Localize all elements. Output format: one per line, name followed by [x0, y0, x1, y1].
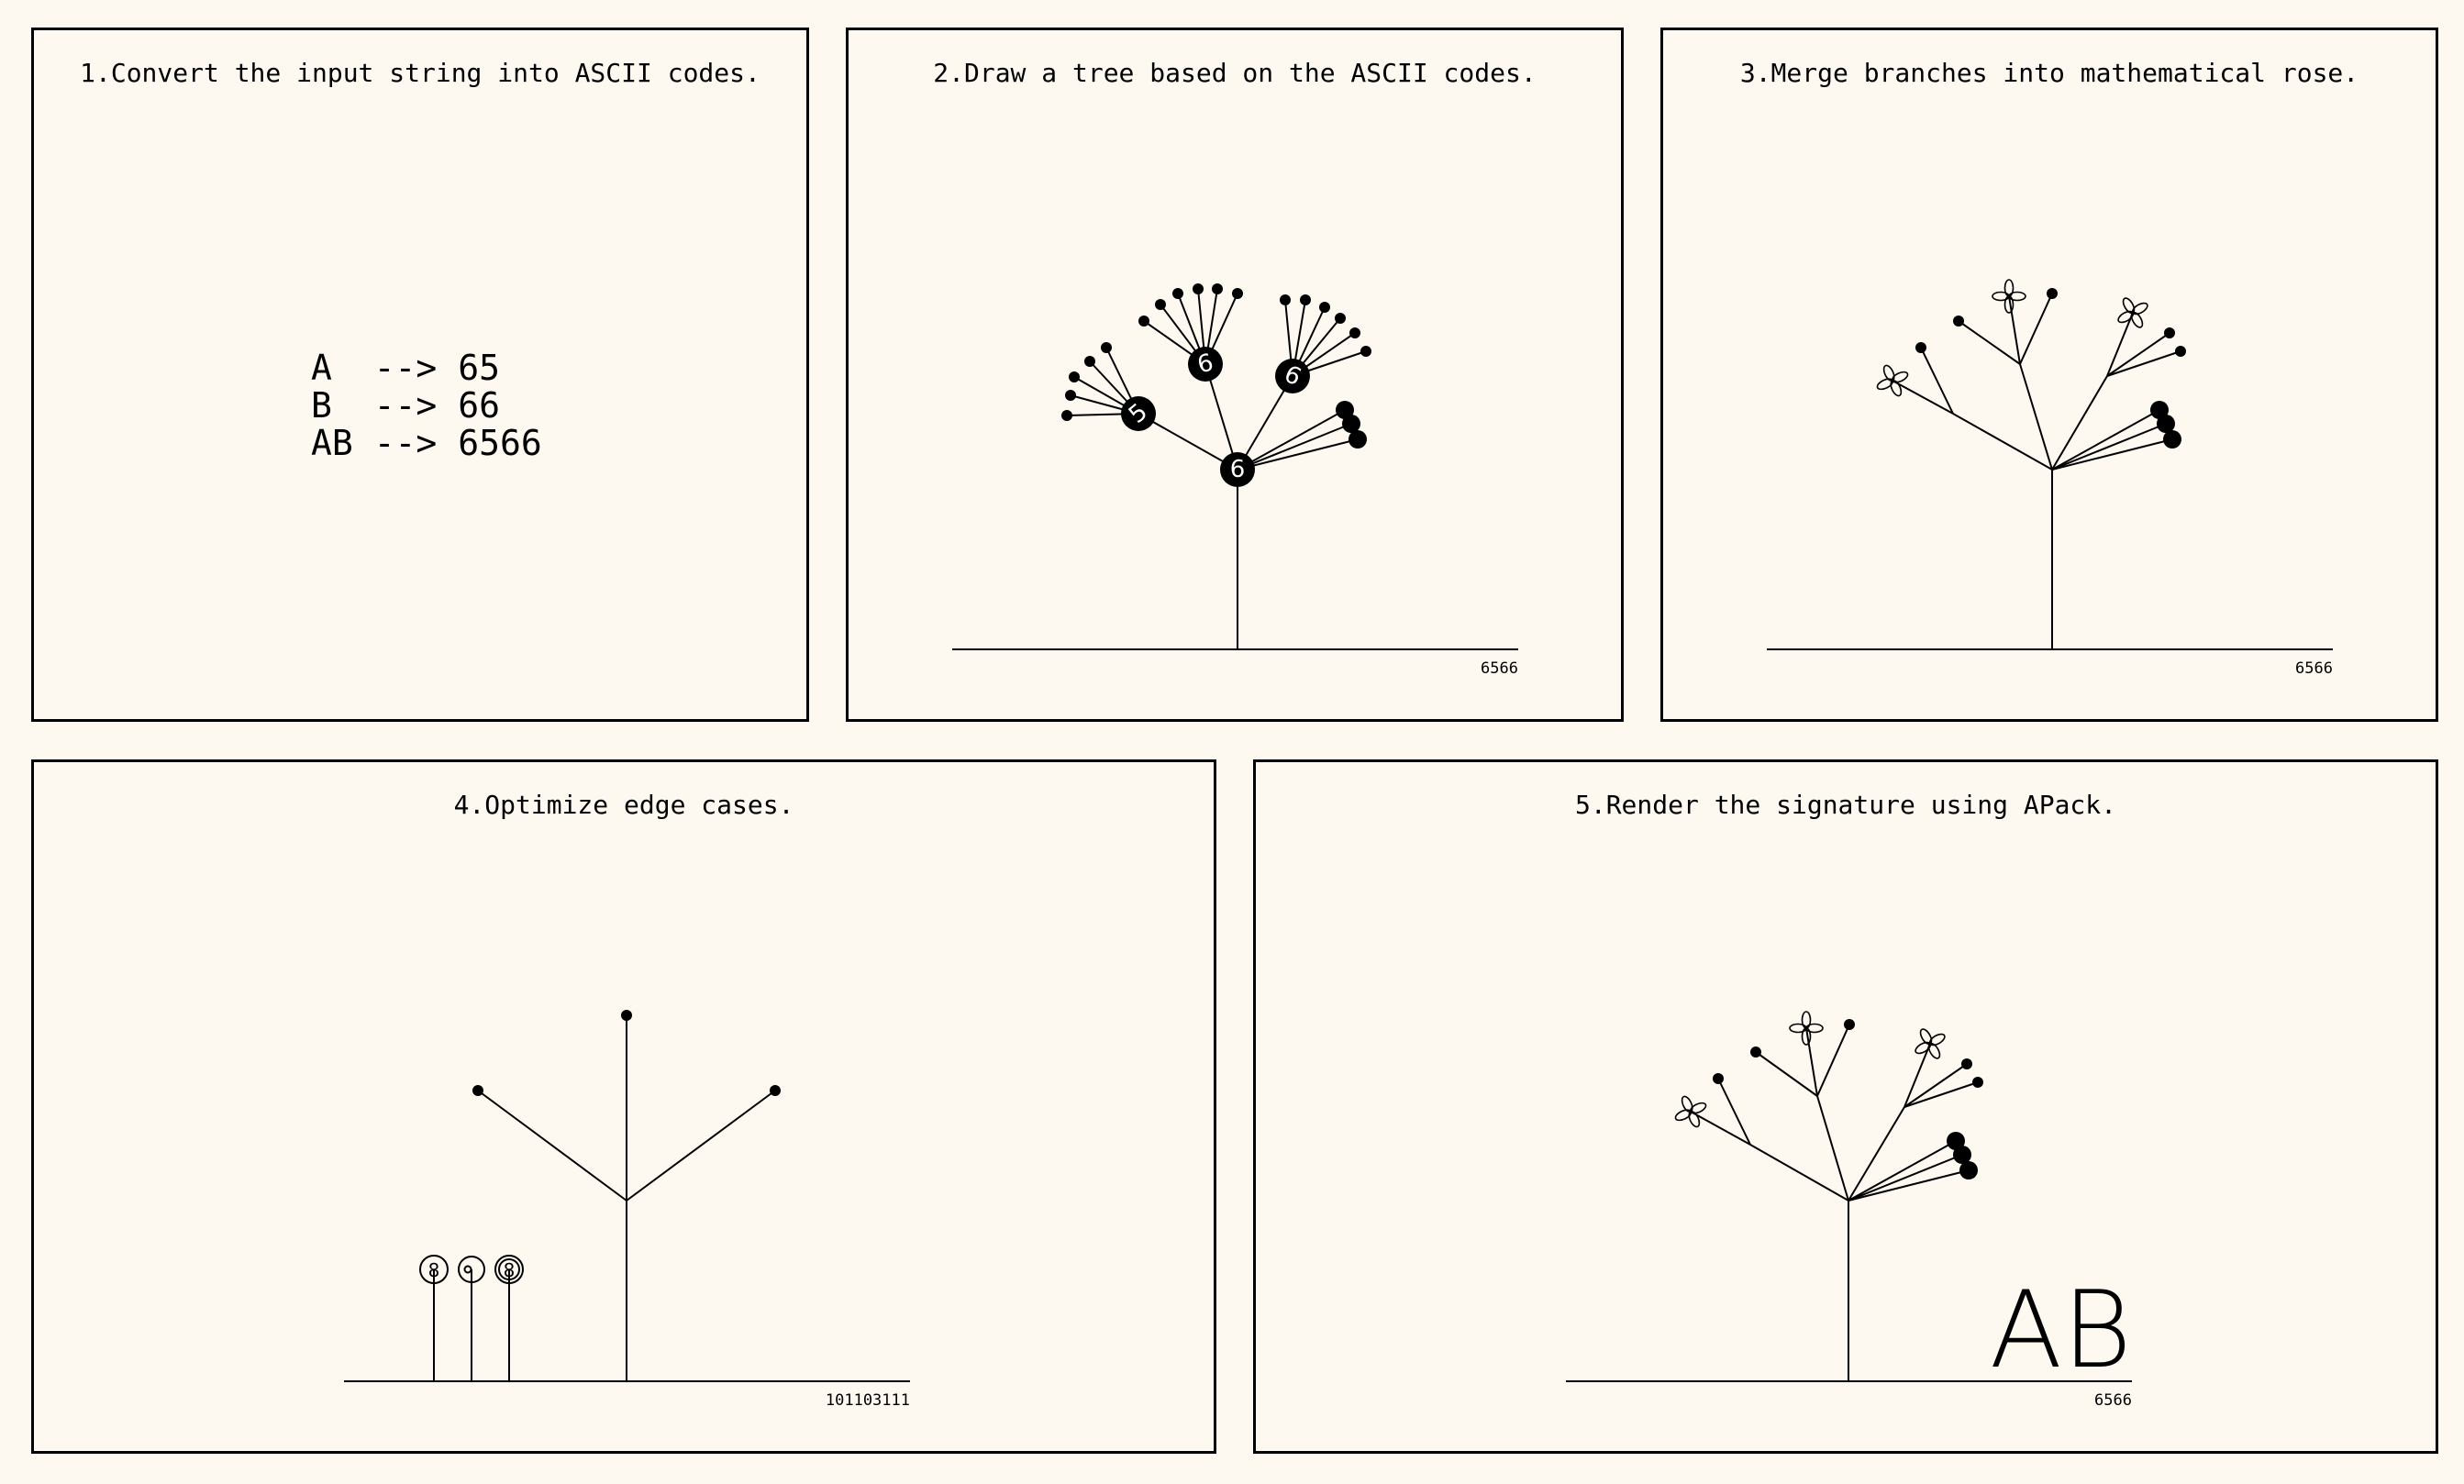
- edge-case-tree-diagram: 8 8 101103111: [344, 1010, 910, 1410]
- ascii-mapping: A --> 65 B --> 66 AB --> 6566: [311, 349, 542, 462]
- small-circle: [458, 1256, 485, 1283]
- panel-title: 5.Render the signature using APack.: [1574, 790, 2116, 820]
- panel-title: 4.Optimize edge cases.: [453, 790, 794, 820]
- tree-diagram: 5 6 6 6 6566: [952, 283, 1518, 678]
- rose-tree-diagram: 6566: [1767, 279, 2333, 678]
- node-6: [1188, 347, 1223, 382]
- panel-title: 2.Draw a tree based on the ASCII codes.: [933, 58, 1537, 88]
- baseline-label: 6566: [2094, 1391, 2132, 1410]
- rose-flower: [1789, 1011, 1824, 1046]
- panel-title: 1.Convert the input string into ASCII co…: [80, 58, 760, 88]
- baseline-label: 101103111: [826, 1391, 910, 1410]
- node-6: [1275, 359, 1310, 393]
- baseline-label: 6566: [2295, 659, 2333, 678]
- mapping-line-b: B --> 66: [311, 385, 500, 426]
- node-label: 6: [1230, 456, 1246, 483]
- rose-flower: [1870, 358, 1915, 404]
- panel-merge-rose: 3.Merge branches into mathematical rose.: [1660, 28, 2438, 722]
- baseline-label: 6566: [1481, 659, 1518, 678]
- signature-tree-diagram: AB 6566: [1566, 1011, 2132, 1410]
- small-label: 8: [428, 1259, 440, 1281]
- panel-draw-tree: 2.Draw a tree based on the ASCII codes.: [846, 28, 1624, 722]
- panel-convert: 1.Convert the input string into ASCII co…: [31, 28, 809, 722]
- rose-flower: [2109, 289, 2157, 337]
- panel-title: 3.Merge branches into mathematical rose.: [1739, 58, 2359, 88]
- signature-text: AB: [1990, 1268, 2132, 1392]
- mapping-line-a: A --> 65: [311, 348, 500, 388]
- small-circle: [419, 1255, 449, 1284]
- small-label: 8: [504, 1259, 516, 1281]
- root-node-6: [1220, 452, 1255, 487]
- panel-optimize-edge-cases: 4.Optimize edge cases. 8 8 101103111: [31, 759, 1216, 1454]
- small-circle: [494, 1255, 524, 1284]
- rose-flower: [1906, 1020, 1954, 1068]
- rose-flower: [1668, 1089, 1714, 1135]
- rose-flower: [1992, 279, 2026, 314]
- panel-render-signature: 5.Render the signature using APack.: [1253, 759, 2438, 1454]
- node-5: [1121, 396, 1156, 431]
- node-label: 6: [1194, 349, 1216, 379]
- mapping-line-ab: AB --> 6566: [311, 423, 542, 463]
